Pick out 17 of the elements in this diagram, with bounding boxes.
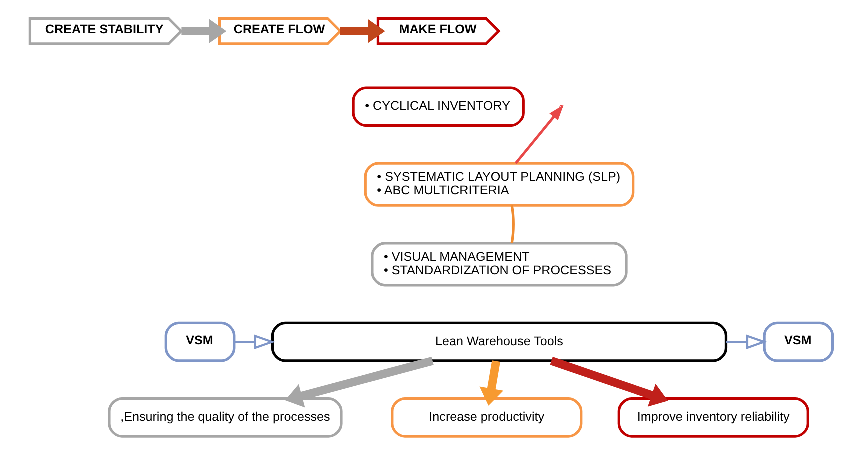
node-box: ,Ensuring the quality of the processes	[108, 397, 342, 438]
node-box: Increase productivity	[390, 397, 582, 438]
node-box: Improve inventory reliability	[617, 397, 809, 438]
arrow	[726, 334, 767, 350]
node-box: • SYSTEMATIC LAYOUT PLANNING (SLP) • ABC MULTICRITERIA	[364, 162, 634, 207]
node-box: VSM	[762, 322, 834, 362]
node-box: • VISUAL MANAGEMENT • STANDARDIZATION OF PROCESSES	[370, 242, 628, 287]
arrow	[340, 19, 385, 44]
node-box: • CYCLICAL INVENTORY	[352, 86, 524, 128]
arrow	[550, 357, 668, 407]
node-box: VSM	[164, 322, 236, 362]
node-box: Lean Warehouse Tools	[270, 322, 728, 362]
arrow	[234, 334, 275, 350]
connector	[510, 205, 514, 244]
arrow	[479, 360, 504, 406]
arrow	[181, 19, 226, 44]
arrow	[284, 356, 434, 408]
